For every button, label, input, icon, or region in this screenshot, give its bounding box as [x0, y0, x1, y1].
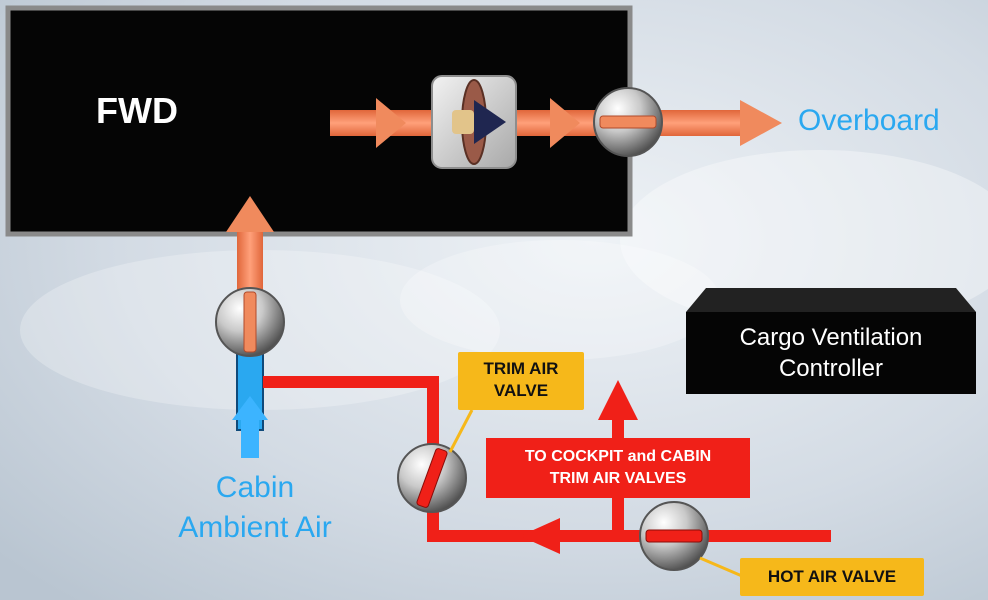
cabin-trim-callout-line2: TRIM AIR VALVES: [549, 470, 687, 487]
cloud: [620, 150, 988, 330]
overboard-valve-icon: [593, 87, 663, 157]
trim-air-valve-callout-line1: TRIM AIR: [483, 359, 559, 378]
extraction-fan-icon: [431, 75, 517, 169]
trim-valve-callout-leader: [448, 409, 474, 453]
cabin-air-label-line2: Ambient Air: [178, 511, 332, 544]
cabin-air-arrow: [232, 396, 268, 420]
hot-air-valve-icon: [639, 501, 709, 571]
cabin-air-label: Cabin Ambient Air: [150, 468, 360, 548]
hot-valve-callout-leader: [699, 556, 743, 578]
overboard-arrow-head: [740, 100, 782, 146]
cabin-air-label-line1: Cabin: [215, 471, 295, 504]
hot-air-valve-callout: HOT AIR VALVE: [740, 558, 924, 596]
controller-label: Cargo Ventilation Controller: [686, 312, 976, 394]
trim-air-valve-callout-line2: VALVE: [493, 381, 549, 400]
overboard-arrow-head-1: [376, 98, 406, 148]
controller-label-line2: Controller: [778, 355, 884, 382]
hot-air-flow-arrow: [520, 518, 560, 554]
compartment-label: FWD: [96, 90, 178, 131]
cabin-trim-arrow-head: [598, 380, 638, 420]
controller-box-top: [686, 288, 976, 312]
controller-label-line1: Cargo Ventilation: [739, 324, 923, 351]
trim-air-valve-icon: [397, 443, 467, 513]
overboard-arrow-head-2: [550, 98, 580, 148]
controller-box: [686, 312, 976, 394]
overboard-label: Overboard: [798, 104, 940, 137]
inlet-arrow-head: [226, 196, 274, 232]
inlet-valve-icon: [215, 287, 285, 357]
cabin-trim-callout-line1: TO COCKPIT and CABIN: [524, 448, 712, 465]
cloud: [400, 240, 720, 360]
trim-air-valve-callout: TRIM AIR VALVE: [458, 352, 584, 410]
cabin-trim-callout: TO COCKPIT and CABIN TRIM AIR VALVES: [486, 438, 750, 498]
cabin-air-arrow-stem: [241, 418, 259, 458]
